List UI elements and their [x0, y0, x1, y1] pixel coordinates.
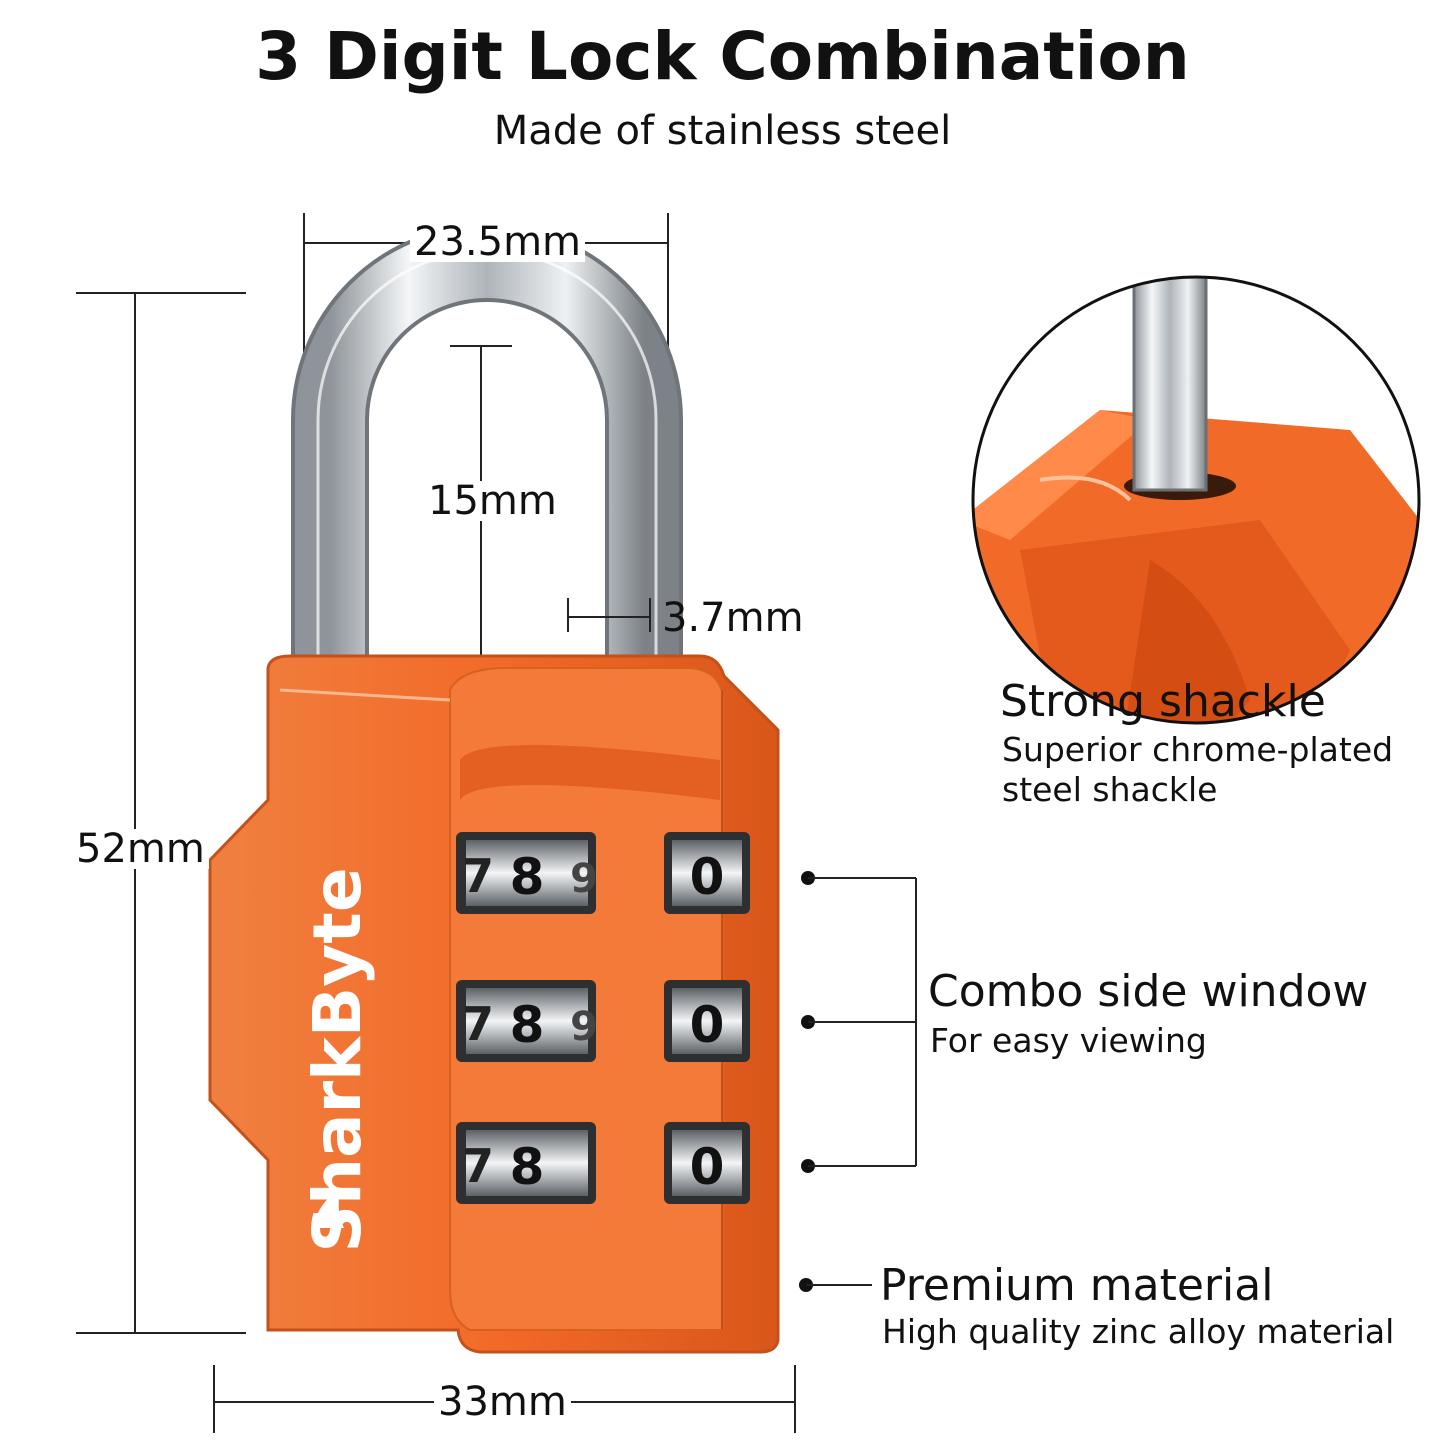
brand-name: SharkByte — [299, 867, 376, 1252]
dimension-shackle-diameter — [567, 598, 651, 632]
dimension-height — [76, 292, 246, 1334]
brand-logo: SharkByte — [299, 867, 376, 1252]
feature-title-shackle: Strong shackle — [1000, 676, 1326, 727]
zoom-circle-icon — [971, 275, 1421, 725]
dial-1-side: 0 — [690, 848, 725, 906]
page-title: 3 Digit Lock Combination — [255, 18, 1190, 95]
label-shackle-diameter: 3.7mm — [662, 595, 804, 641]
dial-row-3: 7 8 0 — [456, 1122, 750, 1204]
shark-fin-icon — [312, 1190, 344, 1228]
feature-title-material: Premium material — [880, 1260, 1274, 1311]
dial-2-side: 0 — [690, 996, 725, 1054]
label-height: 52mm — [72, 829, 209, 869]
feature-desc-combo: For easy viewing — [930, 1021, 1207, 1060]
dial-1-left: 7 — [462, 849, 494, 903]
dial-3-side: 0 — [690, 1138, 725, 1196]
page-subtitle: Made of stainless steel — [493, 108, 952, 154]
lock-shackle — [291, 224, 683, 680]
dial-2-right: 9 — [570, 1004, 598, 1050]
dial-3-left: 7 — [462, 1139, 494, 1193]
feature-desc-shackle-1: Superior chrome-plated — [1002, 730, 1394, 769]
label-shackle-clearance: 15mm — [424, 481, 561, 521]
dial-3-center: 8 — [510, 1138, 545, 1196]
feature-desc-shackle-2: steel shackle — [1002, 770, 1218, 809]
dial-2-left: 7 — [462, 997, 494, 1051]
dial-2-center: 8 — [510, 996, 545, 1054]
feature-title-combo: Combo side window — [928, 966, 1369, 1017]
label-shackle-width: 23.5mm — [410, 222, 585, 262]
dial-1-right: 9 — [570, 856, 598, 902]
callout-premium-material — [799, 1278, 872, 1292]
label-body-width: 33mm — [434, 1382, 571, 1422]
dial-1-center: 8 — [510, 848, 545, 906]
callout-combo-window — [801, 871, 917, 1173]
dial-row-2: 7 8 9 0 — [456, 980, 750, 1062]
dial-row-1: 7 8 9 0 — [456, 832, 750, 914]
feature-desc-material: High quality zinc alloy material — [882, 1312, 1395, 1351]
